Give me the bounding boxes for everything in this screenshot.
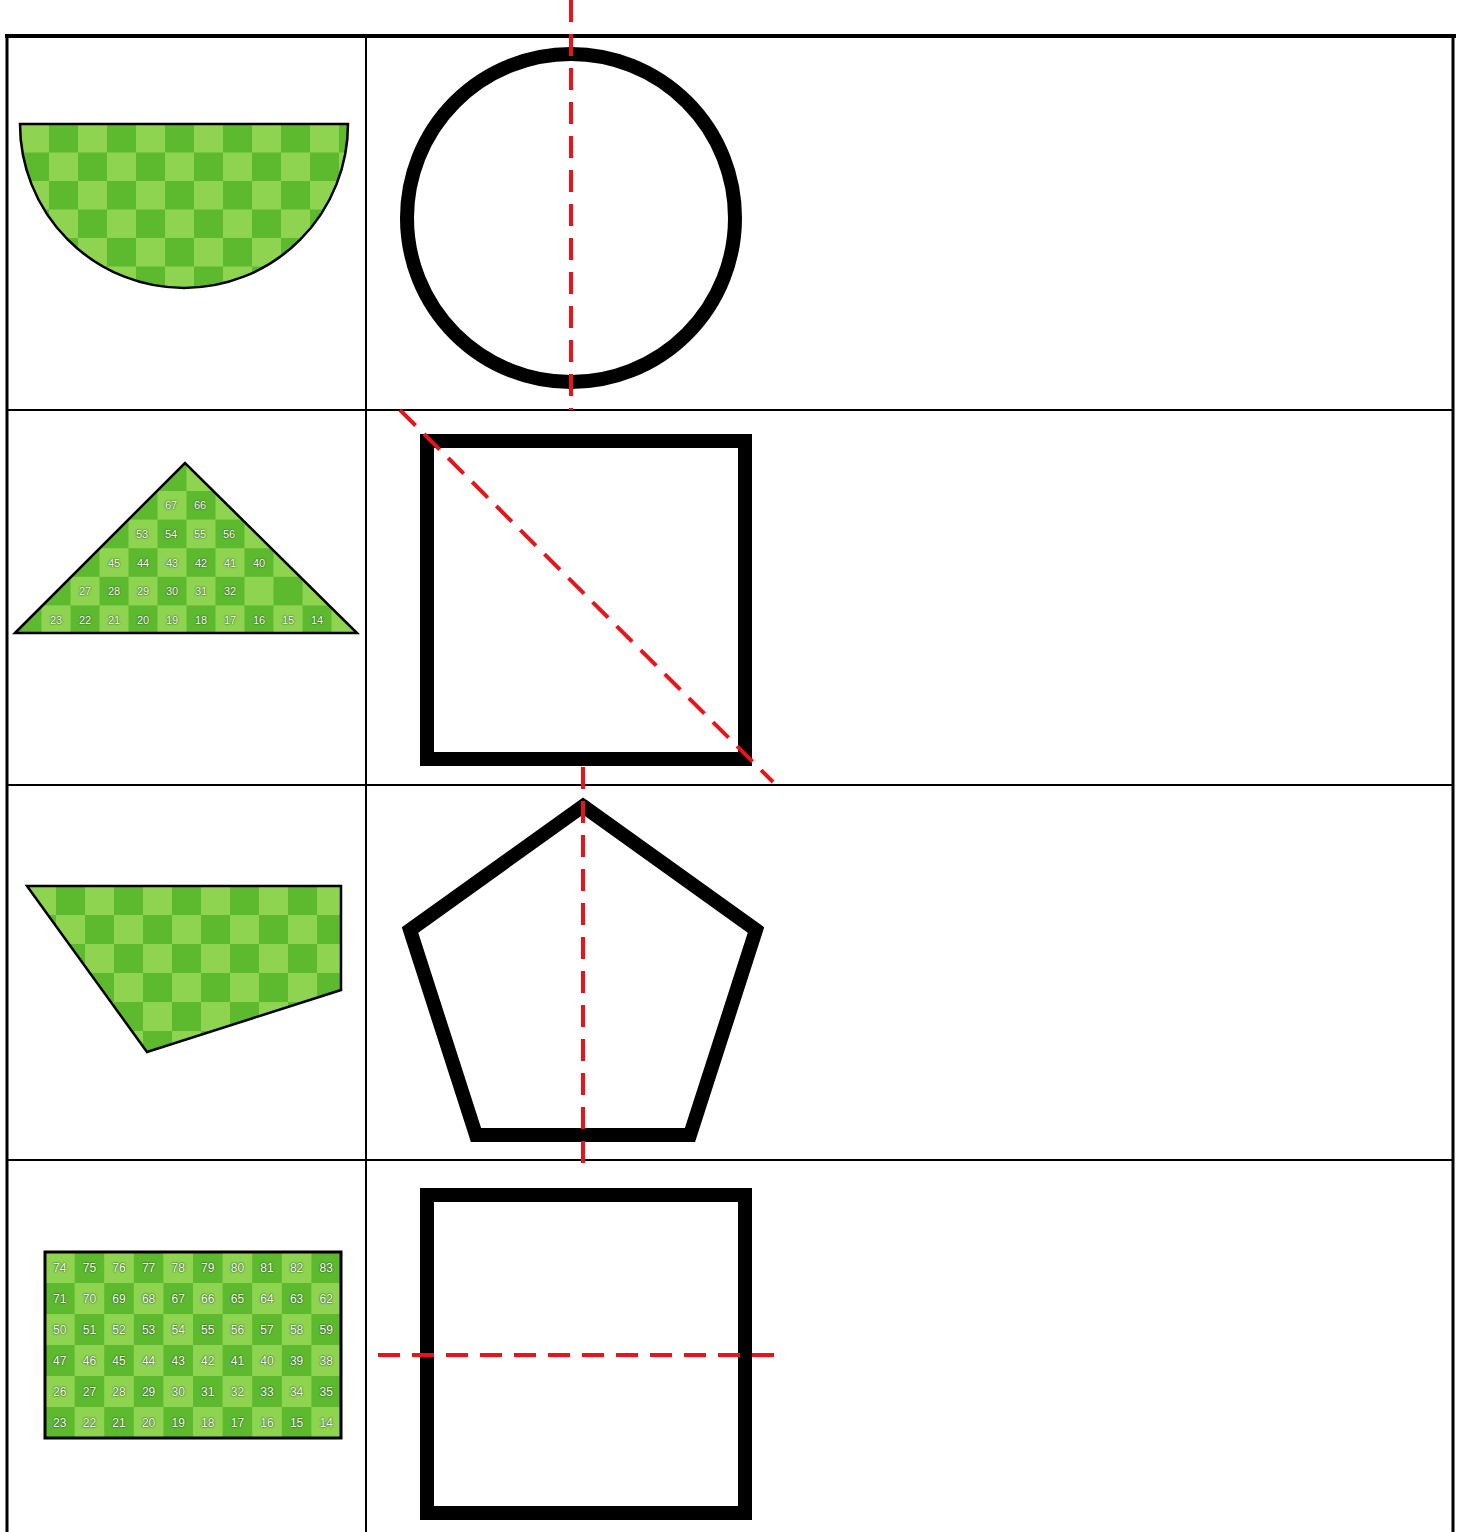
board-number: 53	[142, 1324, 155, 1336]
board-number: 18	[201, 1417, 214, 1429]
board-number: 19	[172, 1417, 185, 1429]
board-number: 66	[194, 500, 206, 511]
board-number: 43	[172, 1355, 185, 1367]
board-number: 32	[224, 586, 236, 597]
board-number: 29	[137, 586, 149, 597]
board-number: 22	[83, 1417, 96, 1429]
board-number: 14	[311, 614, 323, 625]
board-number: 22	[79, 614, 91, 625]
board-number: 20	[137, 614, 149, 625]
board-number: 64	[260, 1293, 273, 1305]
board-number: 52	[112, 1324, 125, 1336]
board-number: 39	[290, 1355, 303, 1367]
board-number: 82	[290, 1262, 303, 1274]
board-number: 31	[201, 1386, 214, 1398]
board-number: 15	[282, 614, 294, 625]
board-number: 67	[165, 500, 177, 511]
board-number: 21	[108, 614, 120, 625]
board-number: 29	[142, 1386, 155, 1398]
board-number: 77	[142, 1262, 155, 1274]
board-number: 26	[53, 1386, 66, 1398]
table-grid	[5, 34, 1456, 1532]
board-number: 31	[195, 586, 207, 597]
board-number: 55	[201, 1324, 214, 1336]
board-number: 41	[231, 1355, 244, 1367]
board-number: 53	[136, 528, 148, 539]
board-number: 44	[137, 557, 149, 568]
board-number: 45	[108, 557, 120, 568]
board-number: 74	[53, 1262, 66, 1274]
board-number: 47	[53, 1355, 66, 1367]
board-number: 80	[231, 1262, 244, 1274]
board-number: 32	[231, 1386, 244, 1398]
board-number: 54	[165, 528, 177, 539]
board-number: 79	[201, 1262, 214, 1274]
board-number: 76	[112, 1262, 125, 1274]
board-number: 50	[53, 1324, 66, 1336]
board-number: 33	[260, 1386, 273, 1398]
board-number: 70	[83, 1293, 96, 1305]
board-number: 42	[201, 1355, 214, 1367]
half-circle-piece	[20, 124, 348, 288]
board-number: 34	[290, 1386, 303, 1398]
board-number: 40	[260, 1355, 273, 1367]
triangle-piece	[15, 463, 357, 633]
board-number: 30	[166, 586, 178, 597]
board-number: 43	[166, 557, 178, 568]
board-number: 40	[253, 557, 265, 568]
board-number: 17	[231, 1417, 244, 1429]
board-number: 83	[320, 1262, 333, 1274]
board-number: 38	[320, 1355, 333, 1367]
board-number: 78	[172, 1262, 185, 1274]
board-number: 15	[290, 1417, 303, 1429]
board-number: 63	[290, 1293, 303, 1305]
board-number: 16	[253, 614, 265, 625]
board-number: 23	[50, 614, 62, 625]
board-number: 28	[108, 586, 120, 597]
board-number: 57	[260, 1324, 273, 1336]
board-number: 62	[320, 1293, 333, 1305]
board-number: 18	[195, 614, 207, 625]
board-number: 51	[83, 1324, 96, 1336]
quadrilateral-piece	[27, 886, 341, 1052]
board-number: 54	[172, 1324, 185, 1336]
board-number: 30	[172, 1386, 185, 1398]
board-number: 42	[195, 557, 207, 568]
board-number: 55	[194, 528, 206, 539]
board-number: 46	[83, 1355, 96, 1367]
board-number: 75	[83, 1262, 96, 1274]
board-number: 58	[290, 1324, 303, 1336]
board-number: 27	[79, 586, 91, 597]
board-number: 65	[231, 1293, 244, 1305]
board-number: 27	[83, 1386, 96, 1398]
symmetry-line	[378, 0, 782, 1355]
board-number: 56	[231, 1324, 244, 1336]
board-number: 23	[53, 1417, 66, 1429]
board-number: 67	[172, 1293, 185, 1305]
rectangle-piece	[45, 1252, 341, 1438]
board-number: 17	[224, 614, 236, 625]
board-number: 28	[112, 1386, 125, 1398]
board-number: 21	[112, 1417, 125, 1429]
board-number: 20	[142, 1417, 155, 1429]
board-number: 71	[53, 1293, 66, 1305]
board-number: 66	[201, 1293, 214, 1305]
board-number: 56	[223, 528, 235, 539]
board-number: 35	[320, 1386, 333, 1398]
board-number: 81	[260, 1262, 273, 1274]
board-number: 19	[166, 614, 178, 625]
board-number: 41	[224, 557, 236, 568]
square-outline	[427, 441, 745, 759]
board-number: 16	[260, 1417, 273, 1429]
board-number: 59	[320, 1324, 333, 1336]
board-number: 44	[142, 1355, 155, 1367]
board-number: 69	[112, 1293, 125, 1305]
board-number: 14	[320, 1417, 333, 1429]
board-number: 45	[112, 1355, 125, 1367]
board-number: 68	[142, 1293, 155, 1305]
